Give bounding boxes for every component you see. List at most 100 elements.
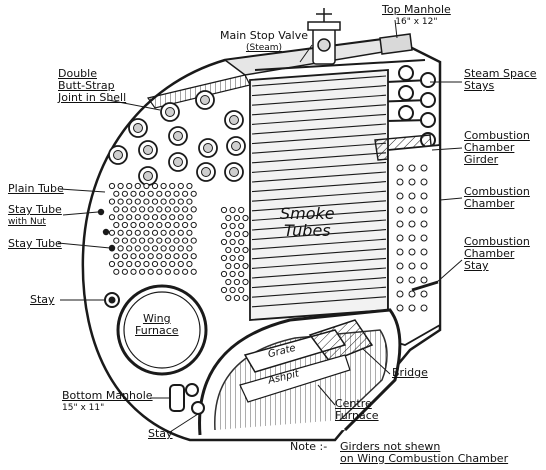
small-tube-end <box>117 245 124 252</box>
small-tube-end <box>126 198 133 205</box>
wing-furnace <box>116 284 208 376</box>
chamber-stay-end <box>408 206 416 214</box>
smoke-tube-line <box>251 277 387 289</box>
small-tube-end <box>242 214 249 222</box>
small-tube-end <box>186 182 193 190</box>
chamber-stay-end <box>408 164 416 172</box>
left-stay <box>104 292 120 308</box>
small-tube-end <box>233 230 240 238</box>
small-tube-end <box>139 253 146 260</box>
chamber-stay-end <box>420 192 428 200</box>
small-tube-end <box>108 182 116 190</box>
small-tube-end <box>126 245 133 252</box>
small-tube-end <box>121 190 129 197</box>
small-tube-end <box>151 245 159 252</box>
small-tube-end <box>242 230 249 238</box>
chamber-stay-end <box>396 262 404 270</box>
small-tube-end <box>156 237 163 244</box>
small-tube-end <box>160 229 167 236</box>
chamber-stay-end <box>408 304 416 312</box>
chamber-stay-end <box>396 206 404 214</box>
small-tube-end <box>242 278 249 286</box>
centre-furnace <box>198 308 402 436</box>
small-tube-end <box>190 190 197 197</box>
small-tube-end <box>130 221 137 229</box>
small-tube-end <box>147 237 154 244</box>
smoke-tube-line <box>251 94 387 106</box>
label-double-butt-strap: Double Butt-Strap Joint in Shell <box>58 67 127 104</box>
label-note-text: Girders not shewn on Wing Combustion Cha… <box>340 440 509 465</box>
smoke-tube-line <box>251 161 387 173</box>
chamber-stay-end <box>420 234 428 242</box>
label-note: Note :- <box>290 440 328 453</box>
small-tube-end <box>164 237 171 244</box>
small-tube-end <box>151 214 159 221</box>
small-tube-end <box>130 253 137 260</box>
small-tube-end <box>147 268 154 275</box>
small-tube-end <box>186 198 193 205</box>
small-tube-end <box>113 190 120 197</box>
upper-tube-ends <box>108 90 246 186</box>
small-tube-end <box>220 238 228 246</box>
smoke-tube-line <box>251 248 387 260</box>
small-tube-end <box>126 260 133 268</box>
small-tube-end <box>113 221 120 229</box>
small-tube-end <box>186 245 193 252</box>
small-tube-end <box>229 206 236 214</box>
chamber-stay-end <box>396 234 404 242</box>
small-tube-end <box>147 221 154 229</box>
small-tube-end <box>139 221 146 229</box>
small-tube-end <box>126 182 133 190</box>
small-tube-end <box>182 253 189 260</box>
small-tube-end <box>169 198 176 205</box>
label-stay-tube-with-nut: Stay Tube with Nut <box>8 203 62 228</box>
chamber-stay-end <box>408 220 416 228</box>
small-tube-end <box>160 214 167 221</box>
chamber-stay-end <box>420 276 428 284</box>
chamber-stay-end <box>396 276 404 284</box>
smoke-tube-line <box>251 296 387 308</box>
chamber-stay-end <box>420 220 428 228</box>
smoke-tube-line <box>251 85 387 97</box>
smoke-tube-line <box>251 286 387 298</box>
small-tube-end <box>177 198 184 205</box>
stay-tube-nuts <box>97 208 116 252</box>
smoke-tube-line <box>251 181 387 193</box>
small-tube-end <box>130 268 137 275</box>
chamber-stay-end <box>420 290 428 298</box>
small-tube-end <box>238 222 245 230</box>
small-tube-end <box>169 214 176 221</box>
small-tube-end <box>147 206 154 213</box>
small-tube-end <box>160 198 167 205</box>
small-tube-end <box>177 260 184 268</box>
small-tube-end <box>113 206 120 213</box>
smoke-tube-line <box>251 75 387 87</box>
small-tube-end <box>143 260 150 268</box>
small-tube-end <box>177 245 184 252</box>
smoke-tube-lines <box>251 75 387 308</box>
small-tube-end <box>126 229 133 236</box>
small-tube-end <box>225 214 232 222</box>
small-tube-end <box>164 190 171 197</box>
small-tube-end <box>151 182 159 190</box>
chamber-stay-end <box>420 248 428 256</box>
smoke-tube-line <box>251 267 387 279</box>
small-tube-end <box>186 260 193 268</box>
small-tube-end <box>238 206 245 214</box>
label-combustion-chamber-stay: Combustion Chamber Stay <box>464 235 530 272</box>
chamber-stay-end <box>396 178 404 186</box>
small-tube-end <box>117 229 124 236</box>
small-tube-end <box>173 237 180 244</box>
small-tube-end <box>121 253 129 260</box>
label-combustion-chamber-girder: Combustion Chamber Girder <box>464 129 530 166</box>
small-tube-end <box>173 268 180 275</box>
small-tube-end <box>156 190 163 197</box>
small-tube-end <box>190 237 197 244</box>
small-tube-end <box>225 230 232 238</box>
small-tube-end <box>182 268 189 275</box>
small-tube-end <box>126 214 133 221</box>
chamber-stay-end <box>396 192 404 200</box>
small-tube-end <box>169 182 176 190</box>
furnace-ashpit <box>239 354 351 403</box>
small-tube-end <box>121 221 129 229</box>
